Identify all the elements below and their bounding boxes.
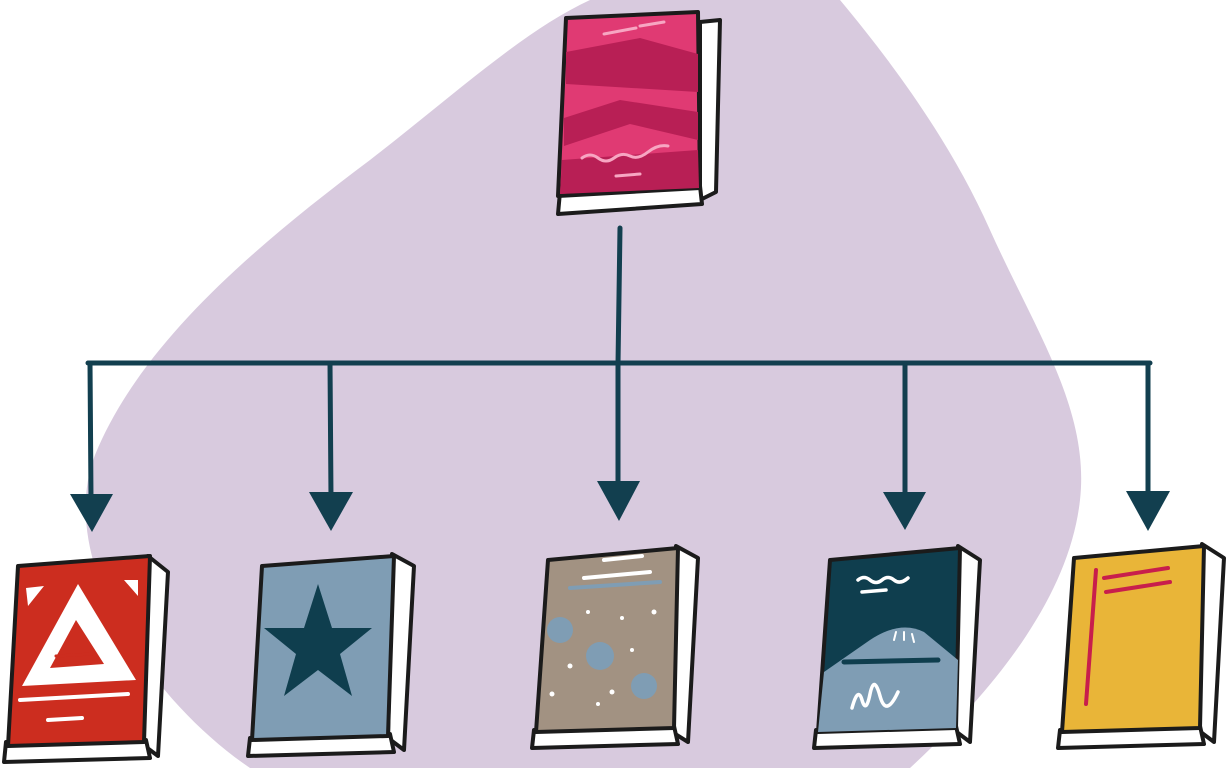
arrowhead-2 — [309, 492, 353, 531]
star-icon — [264, 584, 372, 696]
branch-line-1 — [87, 360, 94, 501]
trunk-line — [615, 225, 623, 367]
arrowhead-5 — [1126, 491, 1170, 531]
cover-art — [1084, 566, 1172, 706]
connector-lines — [85, 225, 1153, 501]
child-book-2 — [246, 552, 416, 758]
book-icon — [1056, 542, 1226, 750]
child-book-3 — [530, 544, 700, 750]
arrowhead-3 — [597, 481, 640, 521]
child-book-4 — [812, 544, 982, 750]
arrowheads — [70, 481, 1170, 532]
cover-art — [547, 554, 662, 706]
cover-art — [18, 580, 138, 722]
parent-book — [556, 10, 722, 216]
arrowhead-1 — [70, 494, 113, 532]
child-book-5 — [1056, 542, 1226, 750]
cover-art — [818, 575, 958, 732]
branch-line-2 — [327, 360, 334, 501]
cover-art — [560, 20, 699, 194]
child-book-1 — [2, 554, 170, 764]
arrowhead-4 — [883, 492, 926, 530]
